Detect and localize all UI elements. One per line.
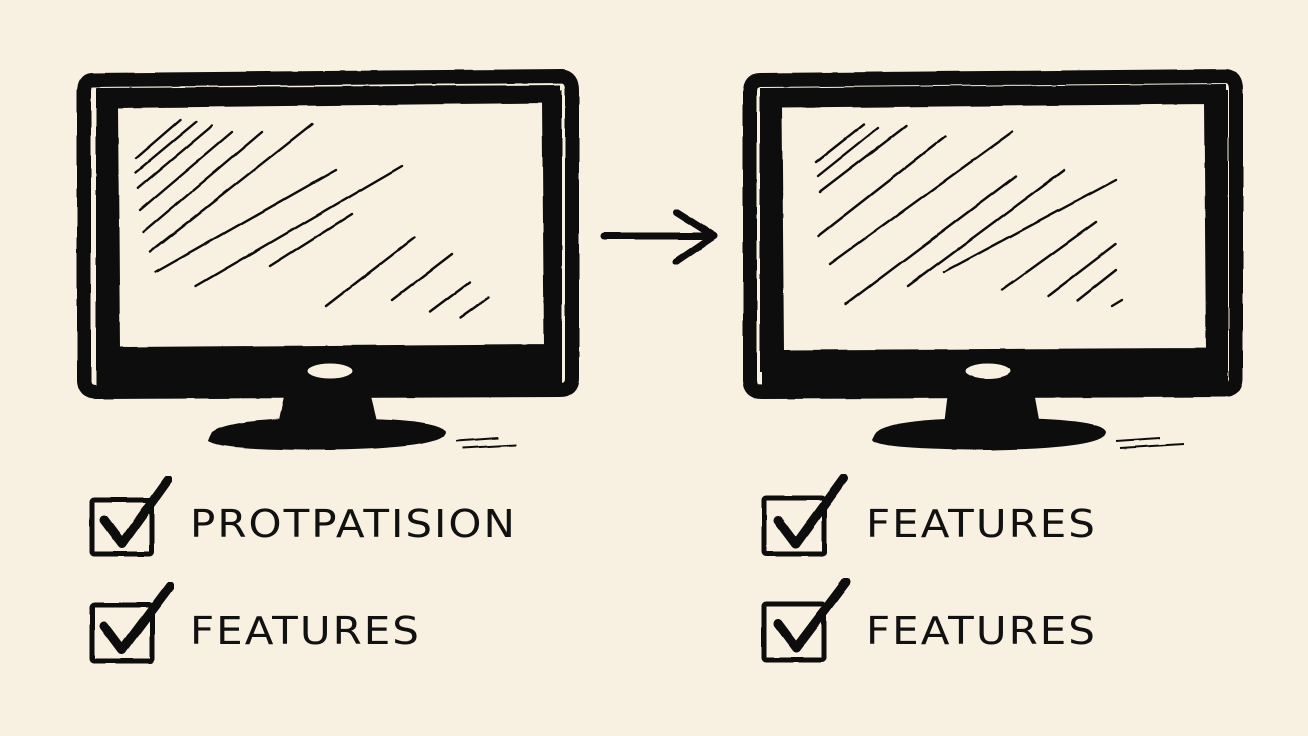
checklist-label-right-2: Features: [866, 608, 1097, 654]
checkbox-left-2-icon: [89, 581, 175, 664]
checklist-label-left-2: Features: [190, 608, 421, 654]
checkbox-right-2-icon: [761, 577, 851, 663]
monitor-left-icon: [77, 69, 579, 450]
checklist-label-left-1: Protpatision: [190, 501, 517, 547]
monitor-right-icon: [743, 69, 1243, 450]
checkbox-right-1-icon: [761, 473, 849, 557]
checkbox-left-1-icon: [89, 475, 173, 557]
checklist-label-right-1: Features: [866, 501, 1097, 547]
arrow-right-icon: [600, 208, 718, 266]
